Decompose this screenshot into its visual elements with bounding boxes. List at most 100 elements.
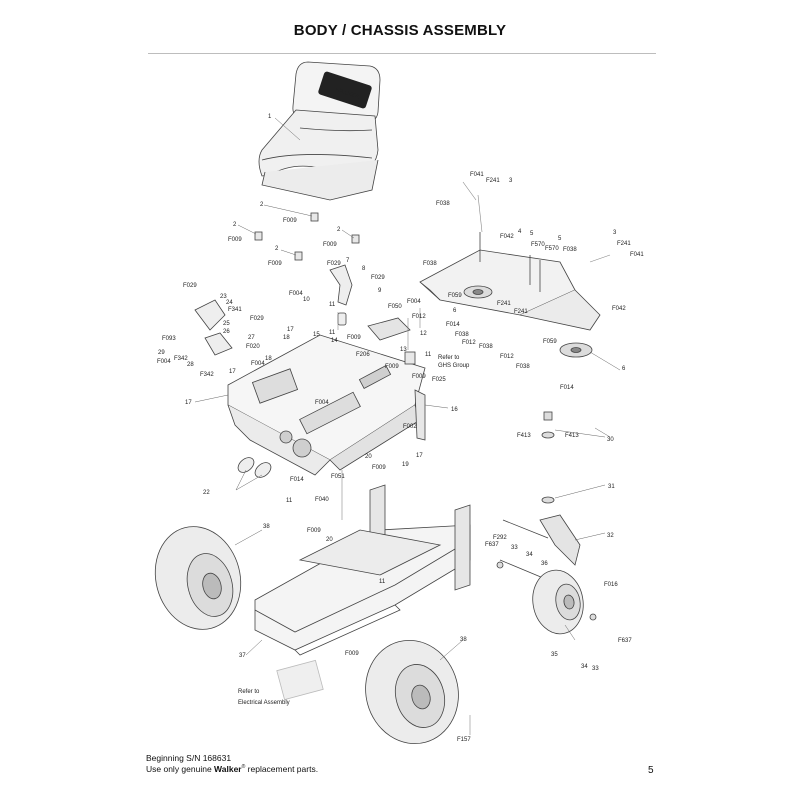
- callout: 2: [337, 227, 341, 233]
- callout-labels: 1 2 F009 2 F009 2 F009 2 F009 F041 F241 …: [157, 114, 644, 743]
- callout: 17: [185, 400, 192, 406]
- callout: F637: [618, 638, 632, 644]
- callout: F241: [486, 178, 500, 184]
- callout: F016: [604, 582, 618, 588]
- callout: F051: [331, 474, 345, 480]
- callout: 17: [287, 327, 294, 333]
- callout: F020: [246, 344, 260, 350]
- callout: F637: [485, 542, 499, 548]
- page-title: BODY / CHASSIS ASSEMBLY: [293, 22, 507, 39]
- callout: 3: [509, 178, 513, 184]
- callout: F014: [446, 322, 460, 328]
- ghs-reference-line2: GHS Group: [438, 363, 470, 369]
- callout: F004: [251, 361, 265, 367]
- callout: F570: [545, 246, 559, 252]
- callout: F014: [560, 385, 574, 391]
- right-drive-wheel-drawing: [365, 639, 459, 745]
- callout: 11: [425, 352, 432, 358]
- callout: 1: [268, 114, 272, 120]
- callout: 12: [420, 331, 427, 337]
- callout: F059: [448, 293, 462, 299]
- page-number: 5: [648, 765, 654, 776]
- callout: F025: [432, 377, 446, 383]
- callout: 29: [158, 350, 165, 356]
- callout: 23: [220, 294, 227, 300]
- ghs-reference-line1: Refer to: [438, 355, 460, 361]
- callout: F570: [531, 242, 545, 248]
- callout: 36: [541, 561, 548, 567]
- callout: 33: [511, 545, 518, 551]
- callout: 2: [275, 246, 279, 252]
- callout: F038: [423, 261, 437, 267]
- callout: 26: [223, 329, 230, 335]
- callout: F241: [514, 309, 528, 315]
- left-drive-wheel-drawing: [154, 526, 242, 630]
- callout: 20: [326, 537, 333, 543]
- callout: F029: [183, 283, 197, 289]
- callout: F241: [617, 241, 631, 247]
- callout: F029: [250, 316, 264, 322]
- callout: F009: [412, 374, 426, 380]
- callout: F004: [315, 400, 329, 406]
- callout: 11: [329, 302, 336, 308]
- callout: 7: [346, 258, 350, 264]
- seat-drawing: [258, 61, 381, 201]
- footer-reg-mark: ®: [241, 764, 246, 771]
- callout: F040: [315, 497, 329, 503]
- callout: 14: [331, 338, 338, 344]
- callout: F009: [345, 651, 359, 657]
- callout: F004: [289, 291, 303, 297]
- callout: 25: [223, 321, 230, 327]
- callout: F038: [455, 332, 469, 338]
- callout: 34: [581, 664, 588, 670]
- callout: F009: [372, 465, 386, 471]
- callout: F038: [436, 201, 450, 207]
- callout: 30: [607, 437, 614, 443]
- title-rule: [148, 53, 656, 54]
- callout: F041: [630, 252, 644, 258]
- callout: F042: [500, 234, 514, 240]
- callout: F009: [228, 237, 242, 243]
- callout: F342: [200, 372, 214, 378]
- callout: F206: [356, 352, 370, 358]
- callout: 13: [400, 347, 407, 353]
- callout: F041: [470, 172, 484, 178]
- callout: 31: [608, 484, 615, 490]
- callout: F012: [500, 354, 514, 360]
- callout: F241: [497, 301, 511, 307]
- callout: F009: [307, 528, 321, 534]
- callout: F413: [565, 433, 579, 439]
- callout: 9: [378, 288, 382, 294]
- callout: F042: [612, 306, 626, 312]
- callout: 3: [613, 230, 617, 236]
- callout: 11: [286, 498, 293, 504]
- callout: 27: [248, 335, 255, 341]
- callout: 35: [551, 652, 558, 658]
- footer-note-suffix: replacement parts.: [245, 764, 319, 774]
- callout: F004: [407, 299, 421, 305]
- callout: 38: [460, 637, 467, 643]
- callout: F029: [327, 261, 341, 267]
- callout: 15: [313, 332, 320, 338]
- callout: 2: [260, 202, 264, 208]
- callout: F050: [388, 304, 402, 310]
- callout: F292: [493, 535, 507, 541]
- callout: F413: [517, 433, 531, 439]
- callout: 17: [229, 369, 236, 375]
- callout: F009: [283, 218, 297, 224]
- electrical-reference-line1: Refer to: [238, 689, 260, 695]
- callout: F012: [462, 340, 476, 346]
- footer-brand: Walker: [214, 764, 242, 774]
- callout: 5: [558, 236, 562, 242]
- footer-note: Use only genuine Walker® replacement par…: [146, 764, 318, 774]
- caster-wheel-drawing: [532, 569, 584, 635]
- callout: F038: [516, 364, 530, 370]
- callout: 20: [365, 454, 372, 460]
- callout: 24: [226, 300, 233, 306]
- callout: F093: [162, 336, 176, 342]
- footer-serial: Beginning S/N 168631: [146, 753, 232, 763]
- callout: 4: [518, 229, 522, 235]
- callout: 18: [265, 356, 272, 362]
- callout: 19: [402, 462, 409, 468]
